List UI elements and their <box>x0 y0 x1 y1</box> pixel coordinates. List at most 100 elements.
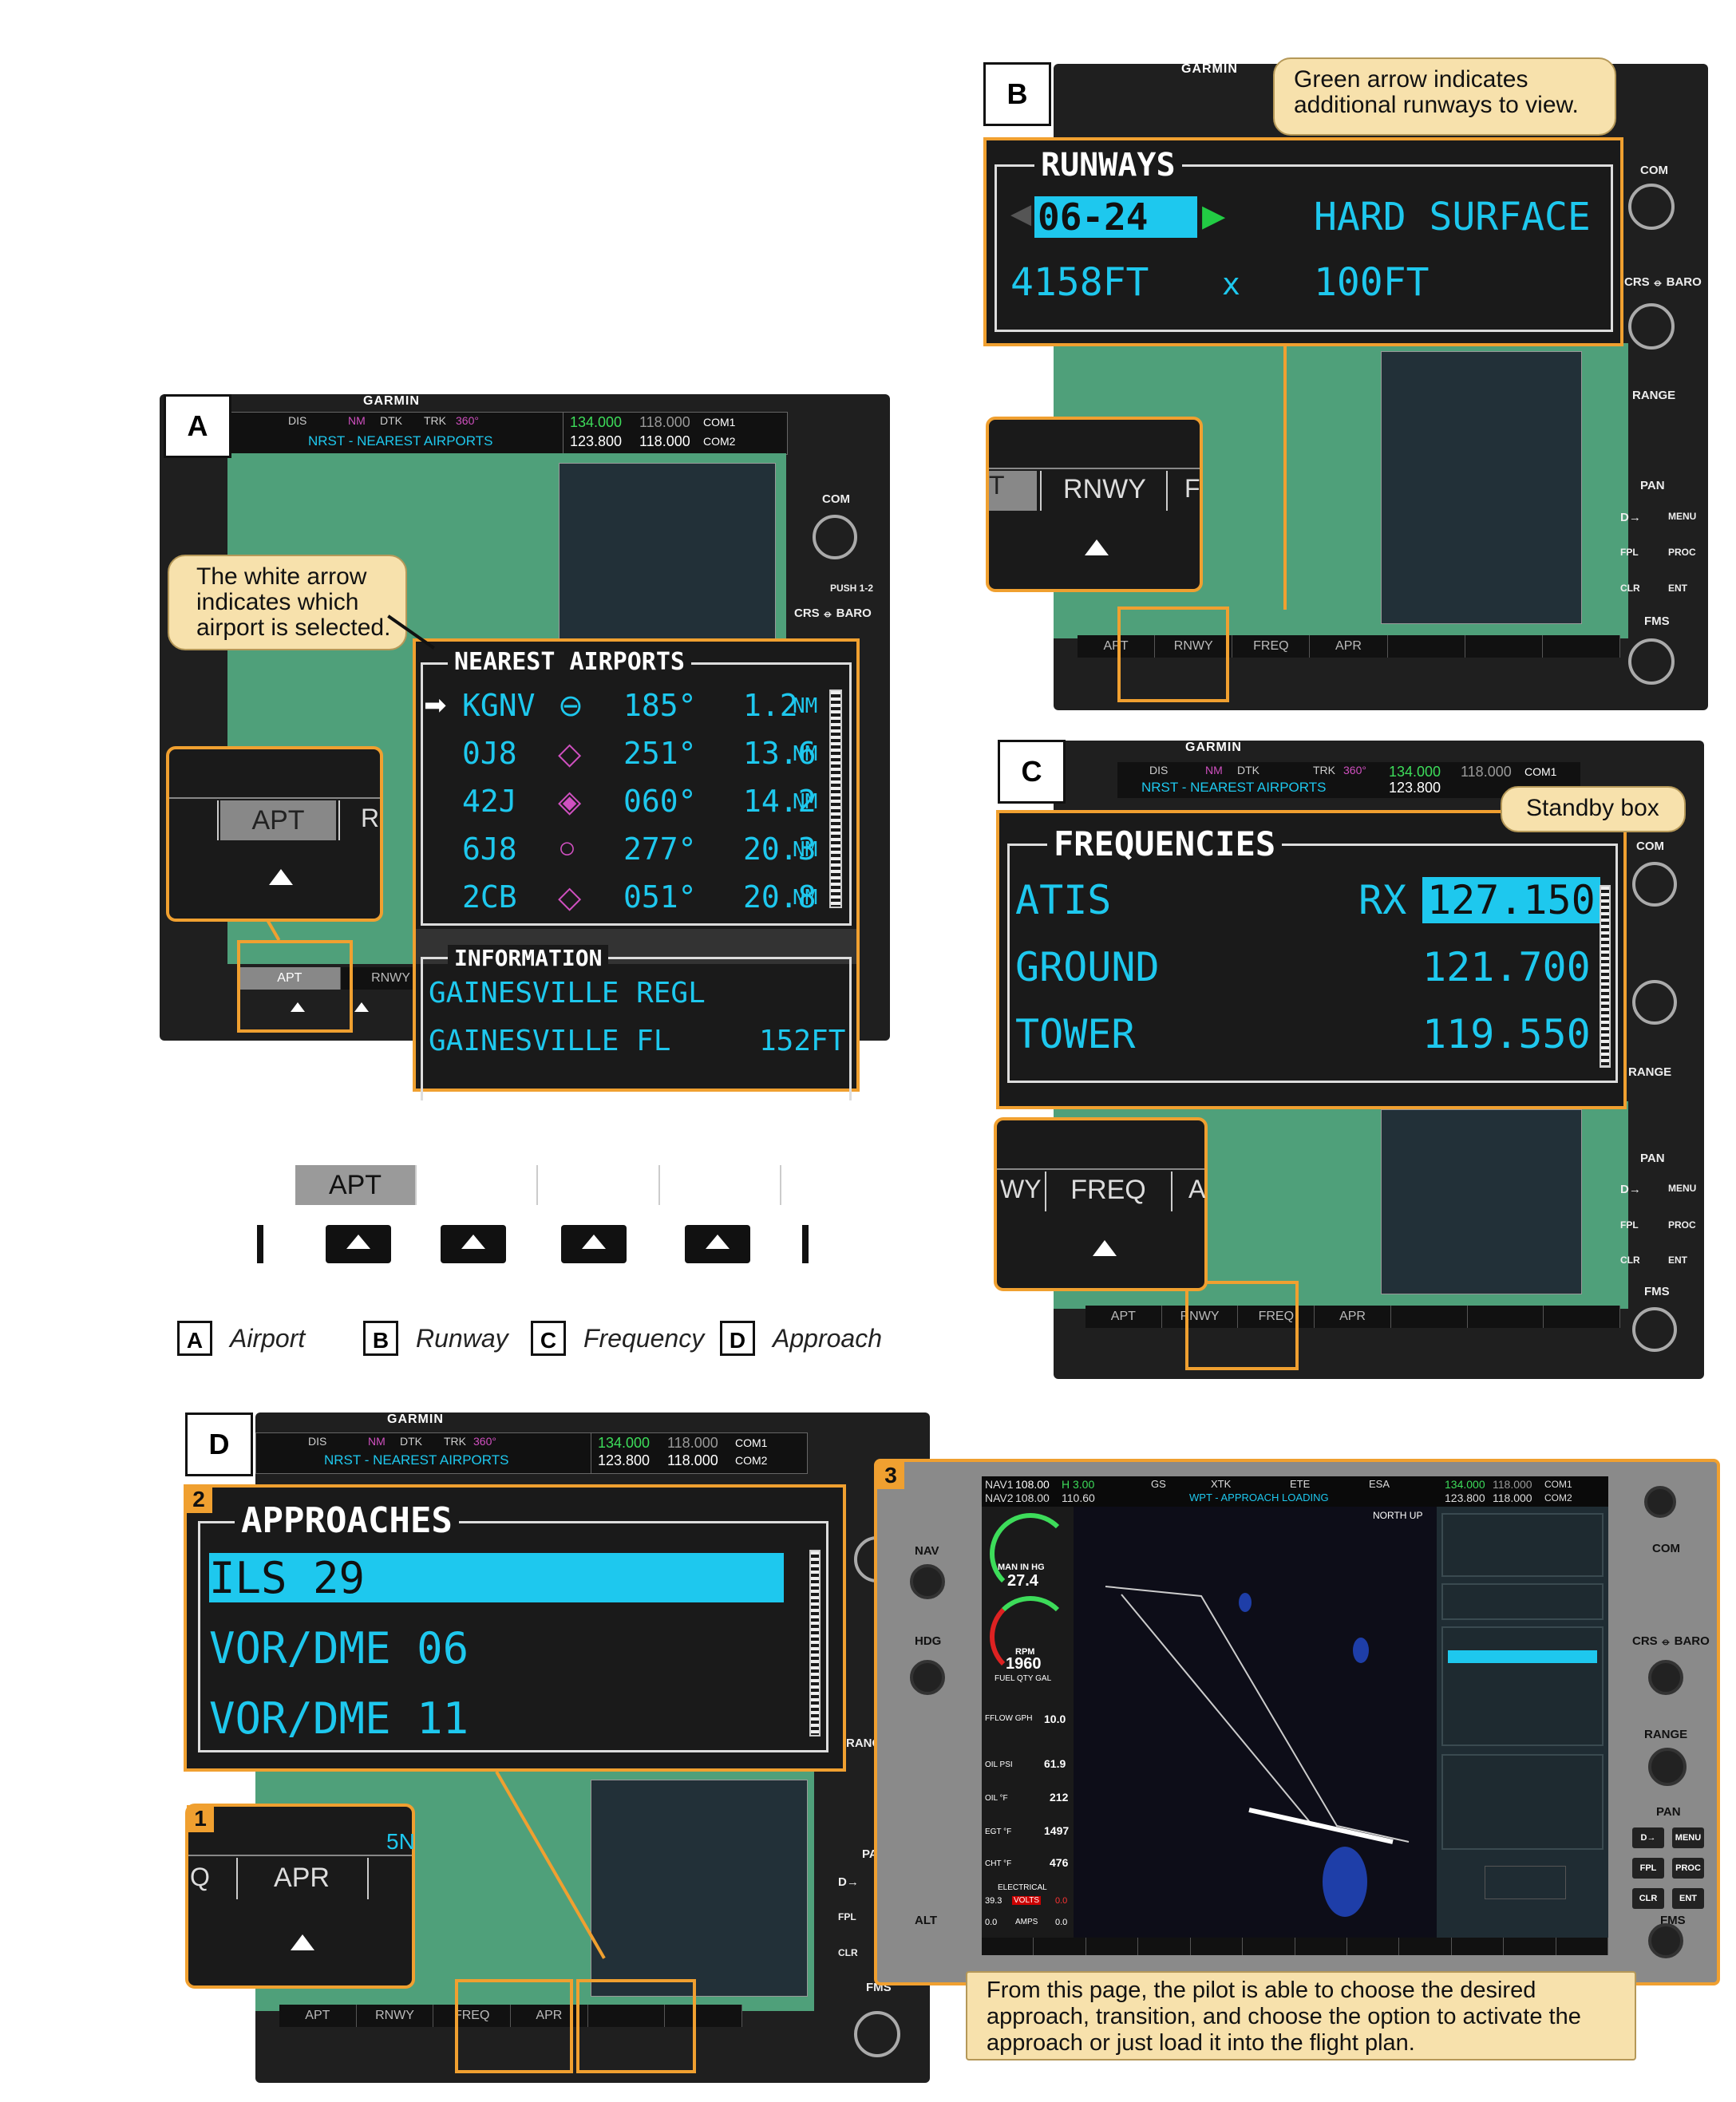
fms-knob[interactable] <box>854 2011 900 2057</box>
approach-row[interactable]: ILS 29 <box>209 1553 784 1603</box>
softkey-apr[interactable]: APR <box>1310 635 1388 658</box>
softkey-blank[interactable] <box>1243 1938 1295 1955</box>
fpl-button[interactable]: FPL <box>1632 1858 1664 1879</box>
softkey-arrow[interactable] <box>354 1002 369 1012</box>
baro-knob[interactable] <box>1648 1660 1683 1695</box>
softkey-apt[interactable]: APT <box>279 2005 357 2027</box>
freq-value[interactable]: 127.150 <box>1422 877 1600 923</box>
direct-to-button[interactable]: D→ <box>1620 511 1641 524</box>
transition-selected[interactable] <box>1448 1650 1597 1663</box>
scroll-bar[interactable] <box>829 689 842 908</box>
clr-button[interactable]: CLR <box>1620 583 1640 594</box>
ent-button[interactable]: ENT <box>1672 1888 1704 1909</box>
softkey-blank[interactable] <box>1391 1306 1468 1328</box>
fms-knob[interactable] <box>1628 638 1675 685</box>
softkey-blank[interactable] <box>1556 1938 1609 1955</box>
softkey-rnwy[interactable]: RNWY <box>1162 1306 1239 1328</box>
fpl-button[interactable]: FPL <box>1620 1219 1639 1231</box>
baro-knob[interactable] <box>1632 980 1677 1025</box>
softkey-blank[interactable] <box>665 2005 743 2027</box>
softkey-apr[interactable]: APR <box>511 2005 588 2027</box>
softkey-blank[interactable] <box>1086 1938 1139 1955</box>
softkey-blank[interactable] <box>1465 635 1543 658</box>
softkey-freq[interactable]: FREQ <box>1238 1306 1315 1328</box>
softkey-arrow-zoom[interactable] <box>269 869 293 885</box>
clr-button[interactable]: CLR <box>838 1947 858 1958</box>
nav-knob[interactable] <box>910 1564 945 1599</box>
softkey-rnwy[interactable]: RNWY <box>1155 635 1233 658</box>
hdg-knob[interactable] <box>910 1660 945 1695</box>
softkey-freq-zoom[interactable]: FREQ <box>1070 1175 1146 1205</box>
softkey-blank[interactable] <box>1399 1938 1452 1955</box>
freq-value[interactable]: 121.700 <box>1422 944 1591 990</box>
direct-to-button[interactable]: D→ <box>1620 1183 1641 1196</box>
direct-to-button[interactable]: D→ <box>838 1875 859 1889</box>
ent-button[interactable]: ENT <box>1668 1254 1687 1266</box>
softkey-blank[interactable] <box>1388 635 1465 658</box>
direct-button[interactable]: D→ <box>1632 1827 1664 1848</box>
fms-knob[interactable] <box>1632 1307 1677 1352</box>
softkey-freq[interactable]: FREQ <box>433 2005 512 2027</box>
softkey-blank[interactable] <box>1452 1938 1505 1955</box>
softkey-rnwy-zoom[interactable]: RNWY <box>1063 474 1146 504</box>
com-knob[interactable] <box>1632 862 1677 907</box>
softkey-blank[interactable] <box>1544 1306 1621 1328</box>
softkey-apt[interactable]: APT <box>239 967 341 990</box>
softkey-freq[interactable]: FREQ <box>1232 635 1311 658</box>
softkey-blank[interactable] <box>1295 1938 1347 1955</box>
scroll-bar[interactable] <box>809 1550 821 1737</box>
runway-field[interactable]: 06-24 <box>1034 196 1197 238</box>
softkey-arrow[interactable] <box>291 1002 305 1012</box>
mfd-map[interactable]: NORTH UP <box>1074 1507 1437 1938</box>
com-knob[interactable] <box>813 515 857 559</box>
softkey-arrow-zoom[interactable] <box>1085 539 1109 555</box>
softkey-apt-zoom[interactable]: APT <box>220 800 336 840</box>
softkey-apr[interactable]: APR <box>1315 1306 1391 1328</box>
baro-knob[interactable] <box>1628 303 1675 350</box>
com-knob[interactable] <box>1628 184 1675 230</box>
menu-button[interactable]: MENU <box>1668 1183 1697 1194</box>
fpl-button[interactable]: FPL <box>1620 547 1639 558</box>
proc-button[interactable]: PROC <box>1668 547 1696 558</box>
softkey-apt[interactable]: APT <box>1078 635 1156 658</box>
scroll-bar[interactable] <box>1600 885 1611 1068</box>
softkey-rnwy[interactable]: RNWY <box>357 2005 434 2027</box>
softkey-blank[interactable] <box>588 2005 666 2027</box>
softkey-arrow-zoom[interactable] <box>1093 1240 1117 1256</box>
clr-button[interactable]: CLR <box>1620 1254 1640 1266</box>
approach-row[interactable]: VOR/DME 11 <box>209 1693 469 1744</box>
clr-button[interactable]: CLR <box>1632 1888 1664 1909</box>
com-knob[interactable] <box>1644 1486 1676 1518</box>
fms-knob[interactable] <box>1648 1923 1683 1958</box>
range-knob[interactable] <box>1648 1748 1687 1786</box>
menu-button[interactable]: MENU <box>1672 1827 1704 1848</box>
softkey-blank[interactable] <box>1468 1306 1544 1328</box>
softkey-blank[interactable] <box>1191 1938 1244 1955</box>
proc-button[interactable]: PROC <box>1672 1858 1704 1879</box>
softkey-arrow-zoom[interactable] <box>291 1934 314 1950</box>
approach-row[interactable]: VOR/DME 06 <box>209 1623 469 1673</box>
softkey-apt[interactable]: APT <box>1085 1306 1162 1328</box>
softkey-apr-zoom[interactable]: APR <box>274 1863 330 1893</box>
softkey-blank[interactable] <box>1543 635 1620 658</box>
fpl-button[interactable]: FPL <box>838 1911 856 1922</box>
menu-button[interactable]: MENU <box>1668 511 1697 522</box>
green-arrow-icon[interactable]: ▶ <box>1202 200 1226 233</box>
softkey-blank[interactable] <box>982 1938 1034 1955</box>
freq-value[interactable]: 119.550 <box>1422 1011 1591 1057</box>
softkey-blank[interactable] <box>1034 1938 1086 1955</box>
proc-button[interactable]: PROC <box>1668 1219 1696 1231</box>
load-activate-box[interactable] <box>1485 1866 1566 1899</box>
softkey-blank[interactable] <box>1347 1938 1400 1955</box>
softkey-blank[interactable] <box>1504 1938 1556 1955</box>
softkey-blank[interactable] <box>1138 1938 1191 1955</box>
ent-button[interactable]: ENT <box>1668 583 1687 594</box>
